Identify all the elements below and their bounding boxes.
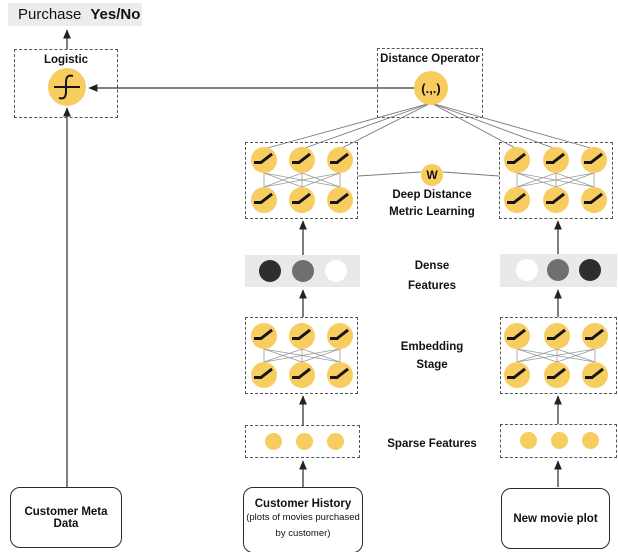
dense-features-left-bar: [245, 255, 360, 287]
sigmoid-icon: [48, 68, 86, 106]
dense-features-label: Dense Features: [398, 256, 466, 296]
embedding-label-line1: Embedding: [400, 341, 464, 353]
dense-dot-white: [516, 259, 538, 281]
distance-operator-icon: (.,.): [414, 71, 448, 105]
sparse-dot: [582, 432, 599, 449]
purchase-output-label: Purchase Yes/No: [8, 3, 142, 26]
dense-dot-mid: [547, 259, 569, 281]
dense-dot-dark: [259, 260, 281, 282]
sparse-dot: [520, 432, 537, 449]
embedding-left-box: [245, 317, 358, 394]
customer-meta-data-box: Customer Meta Data: [10, 487, 122, 548]
relu-icon: [327, 187, 353, 213]
relu-icon: [251, 187, 277, 213]
relu-icon: [581, 147, 607, 173]
deep-metric-label-line2: Metric Learning: [389, 205, 475, 218]
new-movie-plot-box: New movie plot: [501, 488, 610, 549]
logistic-title: Logistic: [43, 54, 89, 66]
sparse-dot: [551, 432, 568, 449]
embedding-label-line2: Stage: [416, 359, 448, 372]
purchase-text: Purchase: [18, 6, 82, 23]
customer-history-subtitle-line1: (plots of movies purchased: [246, 511, 360, 523]
relu-icon: [504, 362, 530, 388]
relu-icon: [504, 147, 530, 173]
customer-history-subtitle-line2: by customer): [275, 528, 331, 539]
dense-label-line2: Features: [408, 280, 456, 293]
dense-dot-dark: [579, 259, 601, 281]
customer-history-box: Customer History (plots of movies purcha…: [243, 487, 363, 552]
dense-label-line1: Dense: [414, 260, 450, 272]
sparse-dot: [296, 433, 313, 450]
relu-icon: [543, 147, 569, 173]
new-movie-plot-label: New movie plot: [513, 512, 598, 525]
relu-icon: [544, 323, 570, 349]
relu-icon: [327, 323, 353, 349]
embedding-stage-label: Embedding Stage: [390, 338, 474, 375]
relu-icon: [504, 187, 530, 213]
sparse-features-left-box: [245, 425, 360, 458]
customer-history-title: Customer History: [254, 497, 352, 510]
sparse-dot: [327, 433, 344, 450]
relu-icon: [289, 362, 315, 388]
sparse-dot: [265, 433, 282, 450]
dense-dot-white: [325, 260, 347, 282]
relu-icon: [251, 147, 277, 173]
relu-icon: [544, 362, 570, 388]
sparse-features-right-box: [500, 424, 617, 458]
weight-node: W: [421, 164, 443, 186]
relu-icon: [504, 323, 530, 349]
relu-icon: [327, 147, 353, 173]
relu-icon: [289, 323, 315, 349]
sparse-features-label: Sparse Features: [387, 438, 477, 450]
relu-icon: [251, 323, 277, 349]
embedding-right-box: [500, 317, 617, 394]
relu-icon: [543, 187, 569, 213]
relu-icon: [251, 362, 277, 388]
relu-icon: [582, 362, 608, 388]
customer-meta-data-label: Customer Meta Data: [24, 505, 108, 530]
relu-icon: [289, 147, 315, 173]
deep-metric-label-line1: Deep Distance: [392, 189, 472, 201]
dense-dot-mid: [292, 260, 314, 282]
relu-icon: [327, 362, 353, 388]
distance-operator-title: Distance Operator: [380, 53, 480, 65]
relu-icon: [582, 323, 608, 349]
relu-icon: [289, 187, 315, 213]
purchase-value: Yes/No: [90, 6, 141, 23]
deep-metric-label: Deep Distance Metric Learning: [374, 187, 490, 220]
relu-icon: [581, 187, 607, 213]
logistic-box: Logistic: [14, 49, 118, 118]
dense-features-right-bar: [500, 254, 617, 287]
